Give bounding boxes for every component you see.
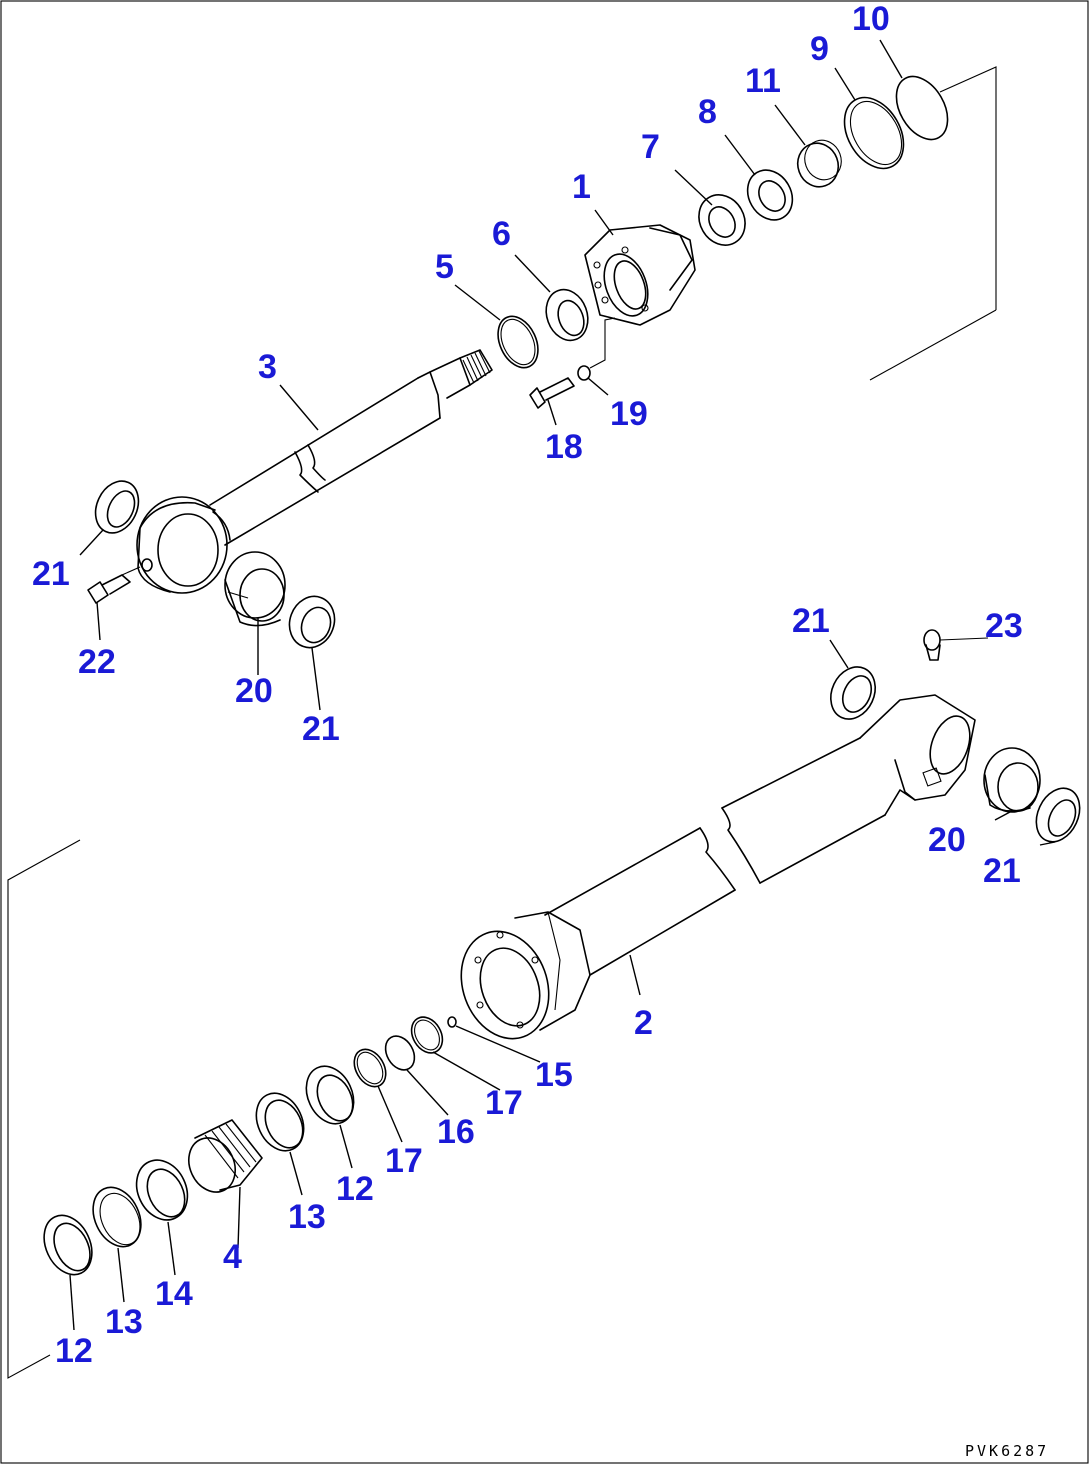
callout-20-b: 20	[928, 821, 966, 859]
rod-assembly	[87, 349, 493, 604]
leader-lines	[69, 39, 1056, 1331]
callouts: 10 9 11 8 7 1 6 5 3 19 18 21 22 20 21 21…	[32, 0, 1023, 1370]
callout-23: 23	[985, 607, 1023, 645]
callout-21-b: 21	[302, 710, 340, 748]
callout-14: 14	[155, 1275, 193, 1313]
bracket-lines	[7, 66, 997, 1379]
cylinder-clevis	[859, 694, 976, 816]
callout-17-b: 17	[385, 1142, 423, 1180]
callout-21-a: 21	[32, 555, 70, 593]
callout-21-c: 21	[792, 602, 830, 640]
callout-8: 8	[698, 93, 717, 131]
ball-15	[447, 1016, 457, 1028]
callout-22: 22	[78, 643, 116, 681]
callout-9: 9	[810, 30, 829, 68]
callout-5: 5	[435, 248, 454, 286]
callout-3: 3	[258, 348, 277, 386]
callout-19: 19	[610, 395, 648, 433]
callout-16: 16	[437, 1113, 475, 1151]
grease-fitting-23	[923, 629, 989, 661]
drawing-code: PVK6287	[965, 1442, 1049, 1460]
bolt-18	[529, 377, 575, 409]
callout-20-a: 20	[235, 672, 273, 710]
callout-15: 15	[535, 1056, 573, 1094]
callout-13-a: 13	[288, 1198, 326, 1236]
rod-shaft-top	[209, 377, 419, 506]
rod-shaft-bottom	[224, 417, 441, 546]
callout-7: 7	[641, 128, 660, 166]
callout-13-b: 13	[105, 1303, 143, 1341]
grease-fitting-22	[87, 566, 141, 604]
washer-19	[577, 365, 591, 381]
callout-12-a: 12	[336, 1170, 374, 1208]
callout-2: 2	[634, 1004, 653, 1042]
piston-4	[188, 1119, 263, 1193]
callout-21-d: 21	[983, 852, 1021, 890]
callout-11: 11	[745, 62, 781, 100]
callout-17-a: 17	[485, 1084, 523, 1122]
callout-10: 10	[852, 0, 890, 38]
callout-1: 1	[572, 168, 591, 206]
top-parts	[94, 75, 949, 649]
cylinder-assembly	[43, 629, 1081, 1276]
callout-4: 4	[223, 1238, 242, 1276]
rod-eye	[136, 496, 228, 594]
callout-18: 18	[545, 428, 583, 466]
callout-6: 6	[492, 215, 511, 253]
cylinder-head-1	[584, 224, 696, 326]
callout-12-b: 12	[55, 1332, 93, 1370]
rod-threads	[459, 349, 493, 386]
tube-top-left	[544, 827, 701, 916]
